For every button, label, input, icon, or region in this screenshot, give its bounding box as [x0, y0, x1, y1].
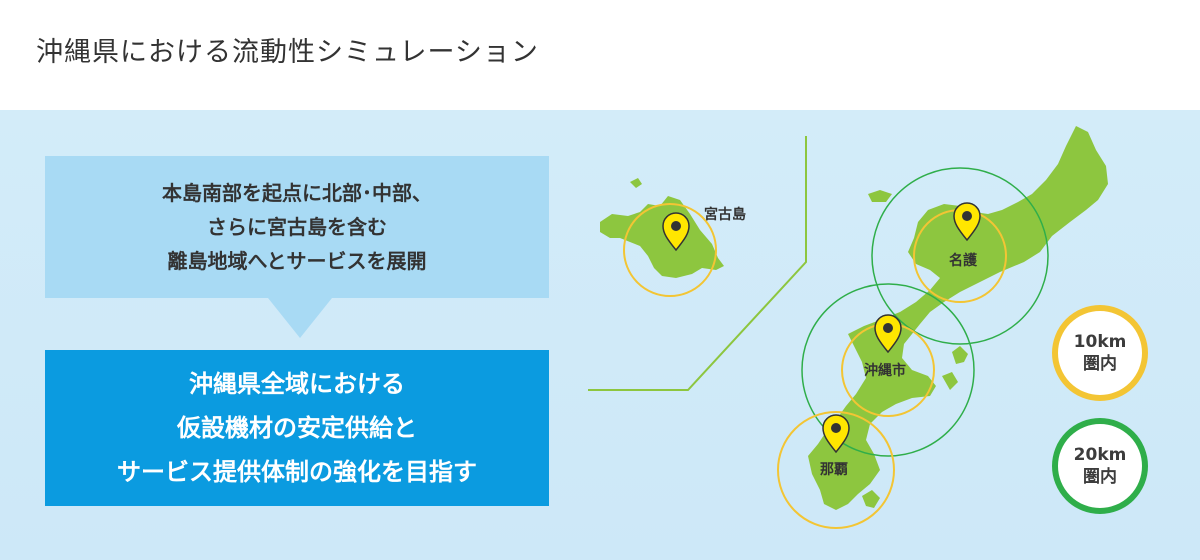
intro-line-3: 離島地域へとサービスを展開 — [167, 249, 427, 273]
east-islet-1 — [952, 346, 968, 364]
label-okinawa-city: 沖縄市 — [864, 362, 906, 379]
intro-line-2: さらに宮古島を含む — [207, 215, 387, 239]
south-islet — [862, 490, 880, 508]
okinawa-city-20km-ring — [801, 283, 975, 457]
goal-line-1: 沖縄県全域における — [189, 370, 405, 398]
north-islet — [868, 190, 892, 202]
inset-divider-line — [588, 136, 807, 391]
okinawa-map: 宮古島 名護 沖縄市 那覇 — [588, 126, 1108, 529]
legend-10km-distance: 10km — [1073, 332, 1127, 352]
intro-line-1: 本島南部を起点に北部･中部、 — [162, 181, 432, 205]
east-islet-2 — [942, 372, 958, 390]
legend-20km: 20km 圏内 — [1052, 418, 1148, 514]
page-title: 沖縄県における流動性シミュレーション — [36, 37, 539, 68]
legend-10km-range: 圏内 — [1083, 354, 1117, 374]
goal-line-3: サービス提供体制の強化を目指す — [117, 458, 477, 486]
miyako-10km-ring — [623, 203, 717, 297]
okinawa-main-island-shape — [808, 126, 1108, 510]
nago-20km-ring — [871, 167, 1049, 345]
naha-10km-ring — [777, 411, 895, 529]
label-miyako: 宮古島 — [704, 206, 746, 223]
intro-text-box: 本島南部を起点に北部･中部、 さらに宮古島を含む 離島地域へとサービスを展開 — [45, 156, 549, 298]
label-naha: 那覇 — [820, 461, 848, 478]
goal-line-2: 仮設機材の安定供給と — [177, 414, 417, 442]
label-nago: 名護 — [949, 252, 978, 269]
legend-10km: 10km 圏内 — [1052, 305, 1148, 401]
goal-text-box: 沖縄県全域における 仮設機材の安定供給と サービス提供体制の強化を目指す — [45, 350, 549, 506]
miyako-islet — [630, 178, 642, 188]
legend-20km-range: 圏内 — [1083, 467, 1117, 487]
miyako-island-shape — [600, 196, 724, 278]
legend-20km-distance: 20km — [1073, 445, 1127, 465]
down-arrow-icon — [268, 298, 332, 338]
